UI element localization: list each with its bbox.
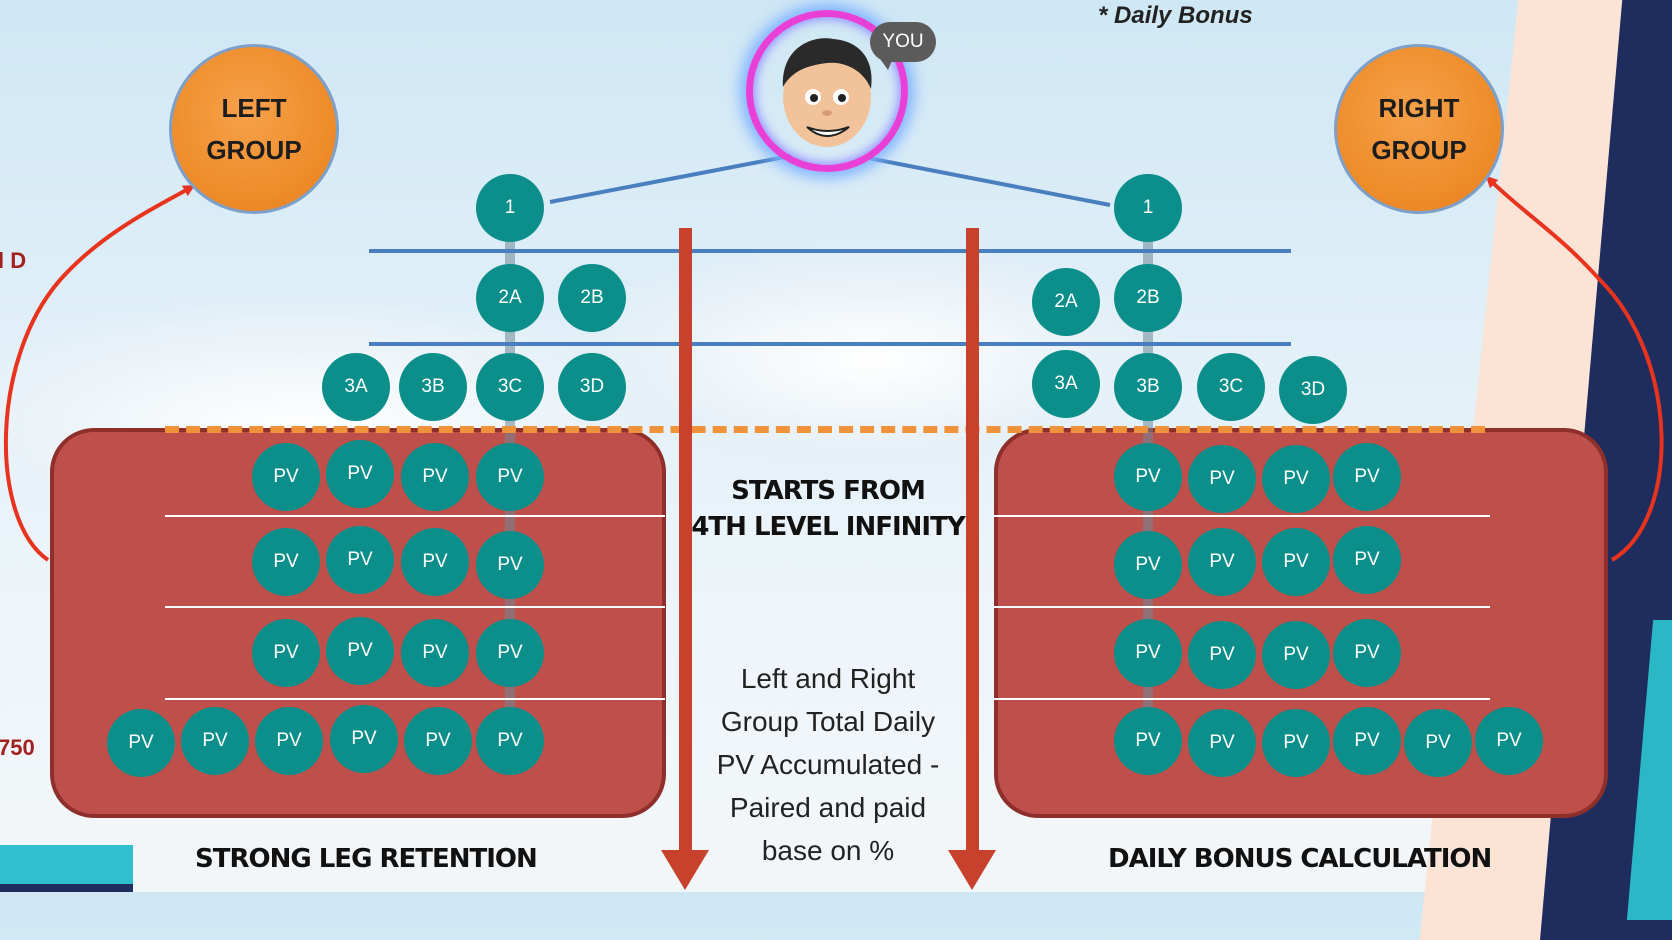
right-group-label-line2: GROUP (1371, 135, 1467, 165)
pv-node: PV (476, 531, 544, 599)
right-row-separator (994, 515, 1490, 517)
right-node-3a: 3A (1032, 350, 1100, 418)
level-4-dashed-line (165, 426, 1485, 433)
center-description: Left and Right Group Total Daily PV Accu… (690, 657, 966, 872)
pv-node: PV (1188, 445, 1256, 513)
pv-node: PV (252, 528, 320, 596)
right-group-label-line1: RIGHT (1378, 93, 1460, 123)
center-description-line: base on % (761, 835, 895, 866)
pv-node: PV (401, 528, 469, 596)
pv-node: PV (181, 707, 249, 775)
left-group-circle: LEFT GROUP (169, 44, 339, 214)
pv-node: PV (404, 707, 472, 775)
decor-corner-navy (0, 884, 133, 892)
daily-bonus-calculation-caption: DAILY BONUS CALCULATION (1108, 844, 1492, 874)
pv-node: PV (255, 707, 323, 775)
center-description-line: Paired and paid (729, 792, 927, 823)
left-group-label-line2: GROUP (206, 135, 302, 165)
right-row-separator (994, 698, 1490, 700)
left-node-level1: 1 (476, 174, 544, 242)
pv-node: PV (1404, 709, 1472, 777)
pv-node: PV (1188, 621, 1256, 689)
pv-node: PV (1262, 528, 1330, 596)
person-icon (782, 38, 872, 147)
pv-node: PV (1114, 619, 1182, 687)
pv-node: PV (476, 443, 544, 511)
level-line-2 (369, 342, 1291, 346)
pv-node: PV (1188, 528, 1256, 596)
starts-from-title: STARTS FROM 4TH LEVEL INFINITY (690, 476, 966, 542)
right-node-3c: 3C (1197, 353, 1265, 421)
right-node-3d: 3D (1279, 356, 1347, 424)
daily-bonus-note: * Daily Bonus (1098, 2, 1253, 29)
left-down-arrow-shaft (679, 228, 692, 853)
right-row-separator (994, 606, 1490, 608)
starts-from-title-line1: STARTS FROM (731, 476, 926, 506)
right-node-2b: 2B (1114, 264, 1182, 332)
you-badge-tail (878, 56, 894, 70)
pv-node: PV (1114, 531, 1182, 599)
pv-node: PV (1333, 707, 1401, 775)
left-row-separator (165, 698, 665, 700)
strong-leg-retention-caption: STRONG LEG RETENTION (195, 844, 538, 874)
center-description-line: Left and Right (740, 663, 916, 694)
pv-node: PV (1475, 707, 1543, 775)
pv-node: PV (1333, 619, 1401, 687)
pv-node: PV (1114, 707, 1182, 775)
you-badge: YOU (870, 22, 936, 62)
starts-from-title-line2: 4TH LEVEL INFINITY (691, 512, 965, 542)
pv-node: PV (1262, 445, 1330, 513)
left-node-2b: 2B (558, 264, 626, 332)
pv-node: PV (1262, 621, 1330, 689)
clipped-text-bottom: 750 (0, 735, 35, 760)
level-line-1 (369, 249, 1291, 253)
left-down-arrow-head (661, 850, 709, 890)
left-group-label-line1: LEFT (221, 93, 287, 123)
left-node-2a: 2A (476, 264, 544, 332)
left-node-3a: 3A (322, 353, 390, 421)
pv-node: PV (326, 526, 394, 594)
pv-node: PV (1188, 709, 1256, 777)
right-group-circle: RIGHT GROUP (1334, 44, 1504, 214)
pv-node: PV (252, 619, 320, 687)
left-node-3c: 3C (476, 353, 544, 421)
right-node-2a: 2A (1032, 268, 1100, 336)
pv-node: PV (1333, 443, 1401, 511)
pv-node: PV (107, 709, 175, 777)
pv-node: PV (476, 707, 544, 775)
center-description-line: Group Total Daily (720, 706, 936, 737)
pv-node: PV (326, 617, 394, 685)
pv-node: PV (401, 619, 469, 687)
center-description-line: PV Accumulated - (716, 749, 940, 780)
right-node-level1: 1 (1114, 174, 1182, 242)
clipped-text-top: l D (0, 248, 27, 273)
avatar-left-branch (549, 154, 791, 204)
avatar (746, 10, 908, 172)
pv-node: PV (330, 705, 398, 773)
pv-node: PV (1262, 709, 1330, 777)
pv-node: PV (476, 619, 544, 687)
pv-node: PV (1114, 443, 1182, 511)
pv-node: PV (1333, 526, 1401, 594)
left-curved-arrow (3, 185, 196, 562)
pv-node: PV (326, 440, 394, 508)
pv-node: PV (252, 443, 320, 511)
right-node-3b: 3B (1114, 353, 1182, 421)
left-node-3d: 3D (558, 353, 626, 421)
right-curved-arrow (1485, 175, 1664, 562)
pv-node: PV (401, 443, 469, 511)
right-down-arrow-head (948, 850, 996, 890)
left-node-3b: 3B (399, 353, 467, 421)
left-row-separator (165, 515, 665, 517)
avatar-right-branch (867, 156, 1111, 207)
left-row-separator (165, 606, 665, 608)
right-down-arrow-shaft (966, 228, 979, 853)
